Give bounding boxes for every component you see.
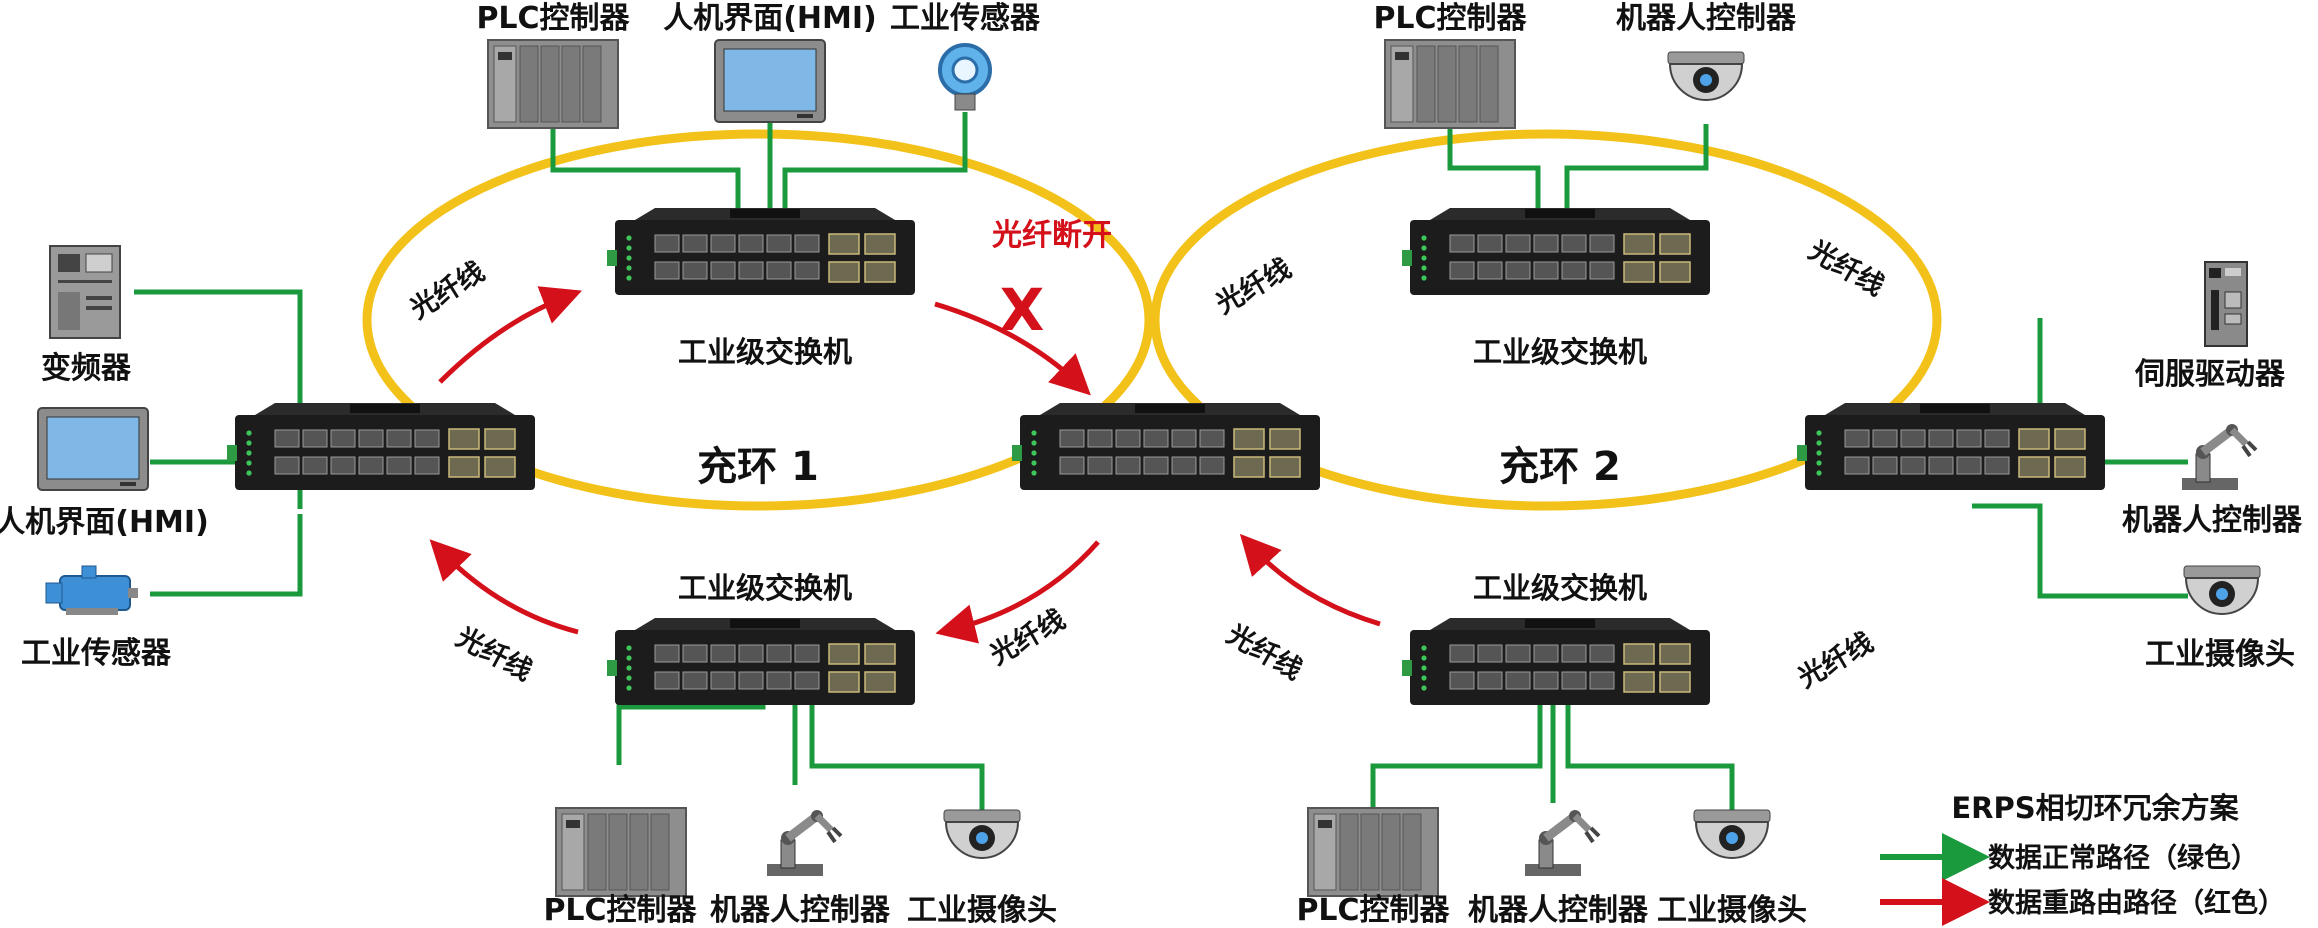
camera-icon bbox=[1667, 51, 1745, 101]
switch-ring1-left bbox=[226, 402, 536, 491]
reroute-arrow bbox=[429, 539, 579, 635]
robot-arm-icon bbox=[1525, 810, 1599, 876]
switch-ring2-bottom bbox=[1401, 617, 1711, 706]
device-label: 工业摄像头 bbox=[1657, 893, 1807, 928]
legend-normal-label: 数据正常路径（绿色） bbox=[1988, 842, 2258, 874]
reroute-arrow bbox=[935, 540, 1100, 644]
hmi-icon bbox=[37, 407, 149, 491]
robot-arm-icon bbox=[2182, 424, 2256, 490]
device-label: 变频器 bbox=[41, 351, 132, 386]
ring-2-label: 充环 2 bbox=[1499, 444, 1621, 490]
fiber-break-label: 光纤断开 bbox=[992, 218, 1112, 253]
sensor-icon bbox=[938, 43, 992, 112]
hmi-icon bbox=[714, 39, 826, 123]
fiber-label: 光纤线 bbox=[1803, 234, 1890, 302]
motor-sensor-icon bbox=[45, 565, 139, 616]
reroute-arrows bbox=[429, 286, 1381, 644]
reroute-arrow bbox=[438, 286, 583, 384]
plc-icon bbox=[1384, 39, 1516, 129]
device-label: 机器人控制器 bbox=[1616, 1, 1797, 36]
inverter-icon bbox=[49, 245, 121, 339]
fiber-label: 光纤线 bbox=[1792, 627, 1879, 695]
device-label: PLC控制器 bbox=[476, 1, 630, 36]
fiber-label: 光纤线 bbox=[404, 256, 490, 326]
servo-drive-icon bbox=[2204, 261, 2248, 347]
ring-1-label: 充环 1 bbox=[697, 444, 819, 490]
fiber-label: 光纤线 bbox=[450, 621, 537, 687]
device-label: PLC控制器 bbox=[543, 893, 697, 928]
plc-icon bbox=[1307, 807, 1439, 897]
switch-label: 工业级交换机 bbox=[678, 571, 852, 605]
switch-ring1-top bbox=[606, 207, 916, 296]
fiber-label: 光纤线 bbox=[1210, 253, 1297, 321]
device-label: PLC控制器 bbox=[1296, 893, 1450, 928]
device-label: PLC控制器 bbox=[1373, 1, 1527, 36]
switch-ring2-right bbox=[1796, 402, 2106, 491]
device-label: 工业摄像头 bbox=[2145, 637, 2295, 672]
camera-icon bbox=[1693, 809, 1771, 859]
reroute-arrow bbox=[934, 301, 1091, 396]
fiber-label: 光纤线 bbox=[1221, 618, 1308, 686]
legend-reroute-label: 数据重路由路径（红色） bbox=[1988, 887, 2285, 919]
switch-ring2-top bbox=[1401, 207, 1711, 296]
device-label: 机器人控制器 bbox=[1468, 893, 1649, 928]
device-label: 人机界面(HMI) bbox=[0, 505, 209, 540]
plc-icon bbox=[487, 39, 619, 129]
device-label: 机器人控制器 bbox=[710, 893, 891, 928]
reroute-arrow bbox=[1239, 533, 1381, 627]
legend: ERPS相切环冗余方案 数据正常路径（绿色） 数据重路由路径（红色） bbox=[1880, 791, 2285, 926]
switch-shared-center bbox=[1011, 402, 1321, 491]
camera-icon bbox=[2183, 565, 2261, 615]
switch-label: 工业级交换机 bbox=[1473, 571, 1647, 605]
device-label: 工业摄像头 bbox=[907, 893, 1057, 928]
switch-label: 工业级交换机 bbox=[678, 335, 852, 369]
device-label: 伺服驱动器 bbox=[2134, 357, 2286, 392]
normal-data-links bbox=[134, 112, 2188, 810]
ring-2-fiber bbox=[1150, 129, 1942, 511]
switch-ring1-bottom bbox=[606, 617, 916, 706]
device-label: 工业传感器 bbox=[890, 1, 1041, 36]
legend-title: ERPS相切环冗余方案 bbox=[1951, 791, 2239, 825]
plc-icon bbox=[555, 807, 687, 897]
ring-1-fiber bbox=[362, 129, 1154, 511]
robot-arm-icon bbox=[767, 810, 841, 876]
device-label: 人机界面(HMI) bbox=[663, 1, 877, 36]
camera-icon bbox=[943, 809, 1021, 859]
device-label: 工业传感器 bbox=[21, 636, 172, 671]
switch-label: 工业级交换机 bbox=[1473, 335, 1647, 369]
device-label: 机器人控制器 bbox=[2122, 503, 2303, 538]
